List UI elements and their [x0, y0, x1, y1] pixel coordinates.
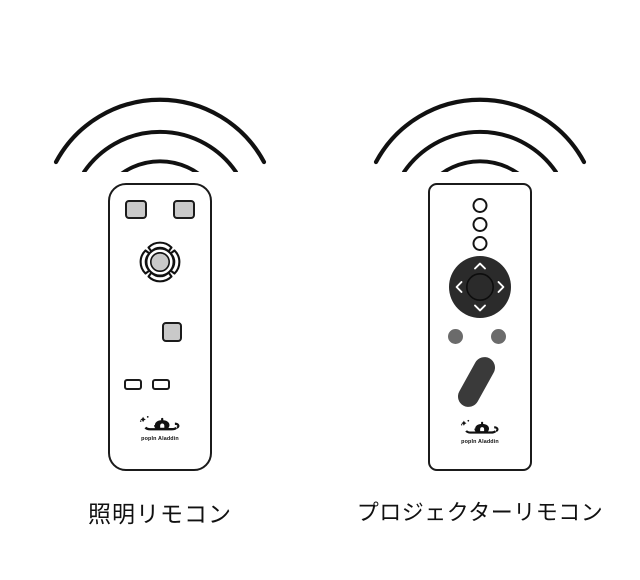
lighting-remote-device: popIn Aladdin	[108, 183, 212, 471]
brand-logo: popIn Aladdin	[124, 414, 196, 446]
bottom-right-small-button[interactable]	[152, 379, 170, 390]
dpad-left-chevron	[455, 281, 463, 293]
brand-name: popIn Aladdin	[461, 439, 499, 445]
dpad-up-chevron	[474, 262, 486, 270]
wifi-signal-icon	[40, 22, 280, 196]
top-left-square-button[interactable]	[125, 200, 147, 219]
top-circle-button-2[interactable]	[472, 217, 488, 232]
aladdin-lamp-icon	[139, 415, 180, 431]
projector-remote-panel: popIn Aladdin プロジェクターリモコン	[320, 0, 640, 580]
wifi-signal-icon	[360, 22, 600, 196]
dpad-down-chevron	[474, 304, 486, 312]
center-dial[interactable]	[129, 231, 191, 293]
projector-remote-caption: プロジェクターリモコン	[356, 501, 604, 526]
dpad-right-chevron	[497, 281, 505, 293]
right-round-button[interactable]	[491, 329, 506, 344]
top-circle-button-1[interactable]	[472, 198, 488, 213]
brand-logo: popIn Aladdin	[444, 418, 516, 450]
top-right-square-button[interactable]	[173, 200, 195, 219]
bottom-left-small-button[interactable]	[124, 379, 142, 390]
projector-remote-device: popIn Aladdin	[428, 183, 532, 471]
lighting-remote-panel: popIn Aladdin 照明リモコン	[40, 22, 280, 528]
top-circle-button-3[interactable]	[472, 236, 488, 251]
mid-square-button[interactable]	[162, 322, 182, 342]
left-round-button[interactable]	[448, 329, 463, 344]
lighting-remote-caption: 照明リモコン	[88, 502, 232, 528]
aladdin-lamp-icon	[460, 419, 499, 434]
dpad[interactable]	[448, 255, 512, 319]
brand-name: popIn Aladdin	[141, 436, 179, 442]
